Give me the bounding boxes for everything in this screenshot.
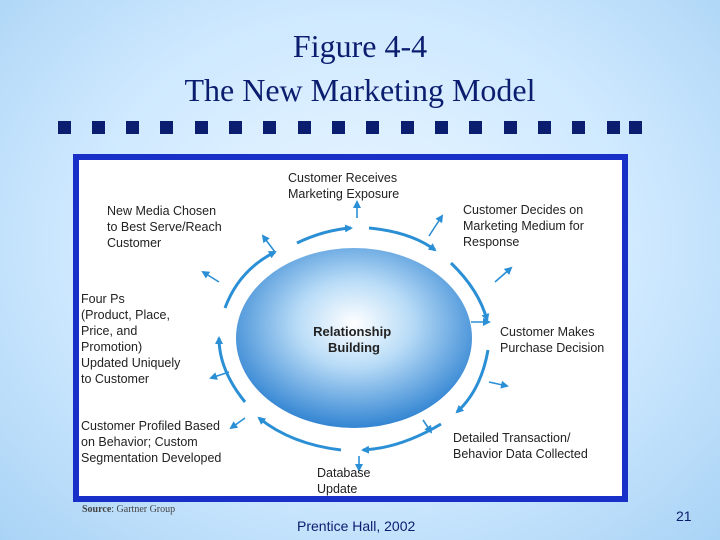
ring-arrow: [223, 250, 277, 309]
node-four-ps-updated: Four Ps (Product, Place, Price, and Prom…: [81, 292, 181, 386]
circular-arrow-ring: [215, 224, 490, 454]
ring-arrow: [368, 226, 437, 252]
node-transaction-data-collected: Detailed Transaction/ Behavior Data Coll…: [453, 431, 588, 461]
source-credit: Source: Gartner Group: [82, 504, 175, 515]
relationship-building-ellipse: [236, 248, 472, 428]
divider-square: [366, 121, 379, 134]
divider-square: [229, 121, 242, 134]
ring-arrow: [449, 261, 490, 322]
divider-square: [401, 121, 414, 134]
node-database-update: Database Update: [317, 466, 371, 496]
spoke-arrows: [201, 200, 513, 472]
divider-square: [538, 121, 551, 134]
divider-square: [195, 121, 208, 134]
divider-square: [160, 121, 173, 134]
ring-arrow: [215, 336, 247, 403]
slide-title-line2: The New Marketing Model: [184, 72, 536, 108]
node-customer-decides-medium: Customer Decides on Marketing Medium for…: [463, 203, 584, 249]
spoke-arrow: [229, 417, 246, 430]
ring-arrow: [296, 224, 353, 245]
divider-square: [469, 121, 482, 134]
spoke-arrow: [261, 234, 276, 253]
spoke-arrow: [422, 419, 433, 434]
diagram-frame: Relationship Building Customer Receives …: [73, 154, 628, 502]
ring-arrow: [455, 349, 490, 414]
decorative-square-divider: [58, 121, 642, 135]
spoke-arrow: [209, 371, 230, 380]
center-label-line: Relationship: [313, 324, 391, 339]
node-customer-purchase-decision: Customer Makes Purchase Decision: [500, 325, 605, 355]
cycle-diagram-graphic: Relationship Building: [201, 200, 513, 472]
source-label: Source: [82, 504, 112, 515]
source-text: : Gartner Group: [111, 504, 176, 515]
spoke-arrow: [494, 266, 513, 283]
divider-square: [607, 121, 620, 134]
divider-square: [126, 121, 139, 134]
divider-square: [572, 121, 585, 134]
divider-square: [92, 121, 105, 134]
divider-square: [298, 121, 311, 134]
spoke-arrow: [428, 214, 444, 237]
slide-title-line1: Figure 4-4: [292, 28, 428, 64]
divider-square: [504, 121, 517, 134]
node-customer-receives-exposure: Customer Receives Marketing Exposure: [288, 171, 400, 201]
page-number: 21: [676, 508, 692, 524]
spoke-arrow: [488, 380, 509, 389]
divider-square: [332, 121, 345, 134]
center-label-line: Building: [328, 340, 380, 355]
footer-publisher: Prentice Hall, 2002: [297, 518, 416, 534]
divider-square: [263, 121, 276, 134]
ring-arrow: [257, 416, 342, 452]
divider-square: [435, 121, 448, 134]
divider-square: [629, 121, 642, 134]
ring-arrow: [361, 422, 442, 454]
node-new-media-chosen: New Media Chosen to Best Serve/Reach Cus…: [107, 204, 222, 250]
spoke-arrow: [201, 270, 220, 283]
center-label: Relationship Building: [313, 324, 395, 355]
node-customer-profiled: Customer Profiled Based on Behavior; Cus…: [81, 419, 222, 465]
divider-square: [58, 121, 71, 134]
